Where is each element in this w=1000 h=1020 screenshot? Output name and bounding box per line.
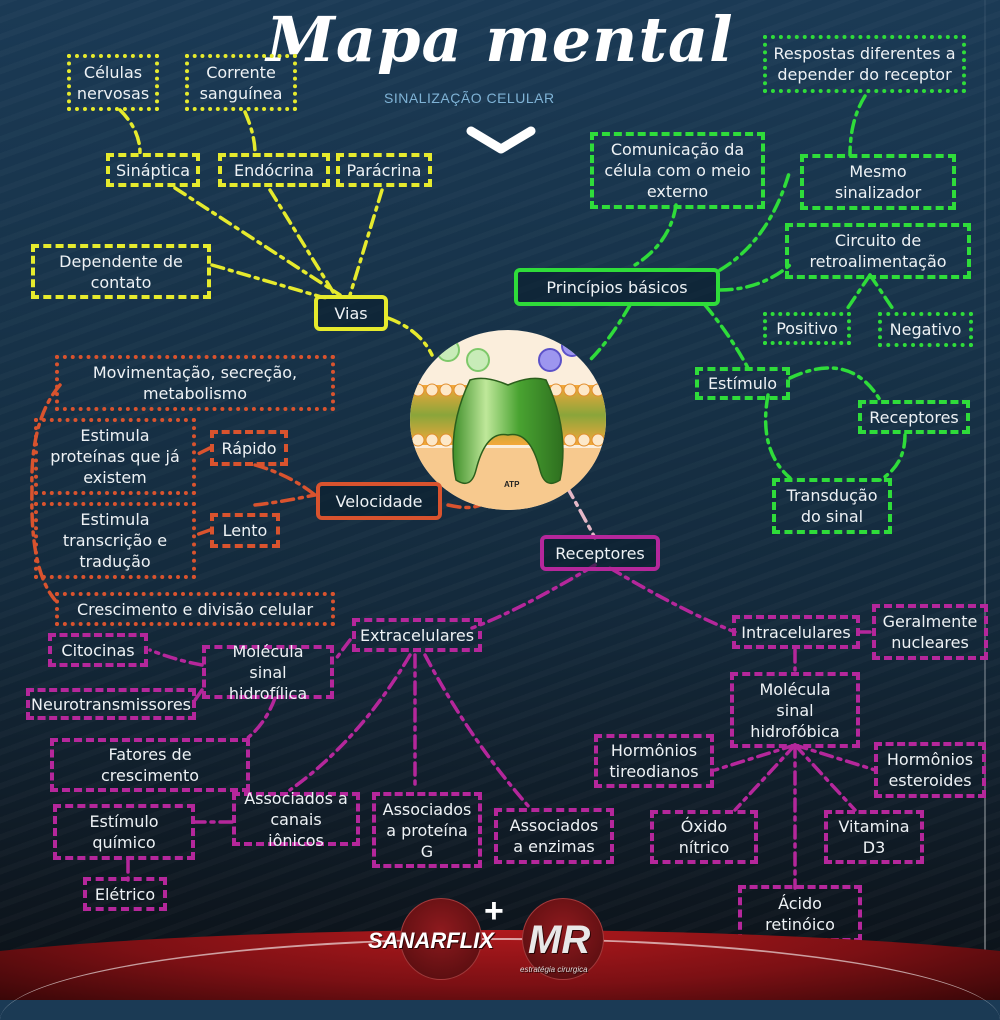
node-eletrico[interactable]: Elétrico <box>83 877 167 911</box>
link-receptores-extracelulares <box>470 563 597 630</box>
link-respostas-mesmo <box>848 94 867 157</box>
node-positivo[interactable]: Positivo <box>763 312 851 345</box>
link-sinaptica-vias <box>173 186 342 297</box>
node-oxido-nitrico[interactable]: Óxido nítrico <box>650 810 758 864</box>
node-rapido[interactable]: Rápido <box>210 430 288 466</box>
node-endocrina[interactable]: Endócrina <box>218 153 330 187</box>
link-extracelulares-canais <box>288 653 412 792</box>
frame-border <box>984 0 986 990</box>
node-hormonios-tireodianos[interactable]: Hormônios tireodianos <box>594 734 714 788</box>
node-fatores-crescimento[interactable]: Fatores de crescimento <box>50 738 250 792</box>
node-principios-basicos[interactable]: Princípios básicos <box>514 268 720 306</box>
link-comunicacao-principios <box>628 203 678 270</box>
node-movimentacao[interactable]: Movimentação, secreção, metabolismo <box>55 355 335 411</box>
link-velocidade-center <box>446 503 482 510</box>
link-principios-circuito <box>718 263 792 292</box>
node-dependente-contato[interactable]: Dependente de contato <box>31 244 211 299</box>
node-respostas-diferentes[interactable]: Respostas diferentes a depender do recep… <box>763 35 966 93</box>
footer-arc <box>0 938 1000 1020</box>
node-estimulo[interactable]: Estímulo <box>695 367 790 400</box>
node-circuito-retroalimentacao[interactable]: Circuito de retroalimentação <box>785 223 971 279</box>
node-neurotransmissores[interactable]: Neurotransmissores <box>26 688 196 720</box>
link-hidrofilica-citocinas <box>148 648 204 667</box>
node-acido-retinoico[interactable]: Ácido retinóico <box>738 885 862 942</box>
link-receptores-transducao <box>878 433 907 482</box>
chevron-down-icon[interactable] <box>465 125 537 157</box>
link-hidrofilica-fatores <box>243 696 277 742</box>
link-lento-velocidade <box>253 493 317 507</box>
node-geralmente-nucleares[interactable]: Geralmente nucleares <box>872 604 988 660</box>
link-extracelulares-hidrofilica <box>333 638 352 662</box>
link-estimulo-transducao <box>763 393 792 480</box>
link-endocrina-vias <box>268 188 337 297</box>
principios-connectors <box>588 94 907 482</box>
sanarflix-logo-badge[interactable] <box>400 898 482 980</box>
node-hormonios-esteroides[interactable]: Hormônios esteroides <box>874 742 986 798</box>
node-corrente-sanguinea[interactable]: Corrente sanguínea <box>185 54 297 111</box>
atp-label: ATP <box>504 480 520 489</box>
receptores-connectors <box>126 563 877 890</box>
link-corrente-endocrina <box>243 110 257 155</box>
node-transducao-sinal[interactable]: Transdução do sinal <box>772 478 892 534</box>
link-hidrofobica-oxido <box>733 743 797 812</box>
node-intracelulares[interactable]: Intracelulares <box>732 615 860 649</box>
node-extracelulares[interactable]: Extracelulares <box>352 618 482 652</box>
link-principios-center <box>588 303 632 362</box>
link-circuito-negativo <box>868 273 897 314</box>
node-vitamina-d3[interactable]: Vitamina D3 <box>824 810 924 864</box>
link-principios-estimulo <box>703 303 750 370</box>
node-proteina-g[interactable]: Associados a proteína G <box>372 792 482 868</box>
link-center-receptores <box>565 485 597 540</box>
link-celulas-sinaptica <box>118 108 142 155</box>
node-receptores[interactable]: Receptores <box>540 535 660 571</box>
node-sinaptica[interactable]: Sináptica <box>106 153 200 187</box>
link-receptores-intracelulares <box>608 566 737 634</box>
node-citocinas[interactable]: Citocinas <box>48 633 148 667</box>
plus-icon: + <box>484 892 504 930</box>
node-canais-ionicos[interactable]: Associados a canais iônicos <box>232 789 360 850</box>
node-molecula-hidrofobica[interactable]: Molécula sinal hidrofóbica <box>730 672 860 748</box>
link-estimulo-receptores <box>788 366 882 402</box>
vias-connectors <box>118 108 434 357</box>
node-enzimas[interactable]: Associados a enzimas <box>494 808 614 864</box>
link-hidrofobica-vitamina <box>793 743 857 812</box>
page-title: Mapa mental <box>266 3 734 76</box>
link-circuito-positivo <box>843 273 872 314</box>
link-hidrofilica-neurotransmissores <box>193 688 204 702</box>
node-lento[interactable]: Lento <box>210 513 280 548</box>
link-principios-mesmo <box>718 168 792 272</box>
node-paracrina[interactable]: Parácrina <box>336 153 432 187</box>
node-crescimento-divisao[interactable]: Crescimento e divisão celular <box>55 592 335 626</box>
node-estimulo-quimico[interactable]: Estímulo químico <box>53 804 195 860</box>
node-velocidade[interactable]: Velocidade <box>316 482 442 520</box>
link-vias-center <box>386 316 434 357</box>
link-rapido-proteinas <box>194 446 212 457</box>
node-comunicacao[interactable]: Comunicação da célula com o meio externo <box>590 132 765 209</box>
link-extracelulares-enzimas <box>423 653 532 810</box>
node-celulas-nervosas[interactable]: Células nervosas <box>67 54 159 111</box>
sanarflix-logo[interactable]: SANARFLIX <box>368 928 494 953</box>
link-contato-vias <box>210 263 327 300</box>
mr-logo-subtitle: estratégia cirurgica <box>520 965 588 974</box>
node-negativo[interactable]: Negativo <box>878 312 973 347</box>
node-estimula-transcricao[interactable]: Estimula transcrição e tradução <box>34 502 196 579</box>
node-mesmo-sinalizador[interactable]: Mesmo sinalizador <box>800 154 956 210</box>
link-rapido-velocidade <box>253 463 317 497</box>
node-receptores-principios[interactable]: Receptores <box>858 400 970 434</box>
link-paracrina-vias <box>348 188 384 297</box>
node-vias[interactable]: Vias <box>314 295 388 331</box>
link-lento-transcricao <box>194 528 212 537</box>
mr-logo[interactable]: MR <box>528 918 591 962</box>
node-molecula-hidrofilica[interactable]: Molécula sinal hidrofílica <box>202 642 334 703</box>
mr-logo-badge[interactable] <box>522 898 604 980</box>
page-subtitle: SINALIZAÇÃO CELULAR <box>384 90 555 106</box>
node-estimula-proteinas[interactable]: Estimula proteínas que já existem <box>34 418 196 495</box>
